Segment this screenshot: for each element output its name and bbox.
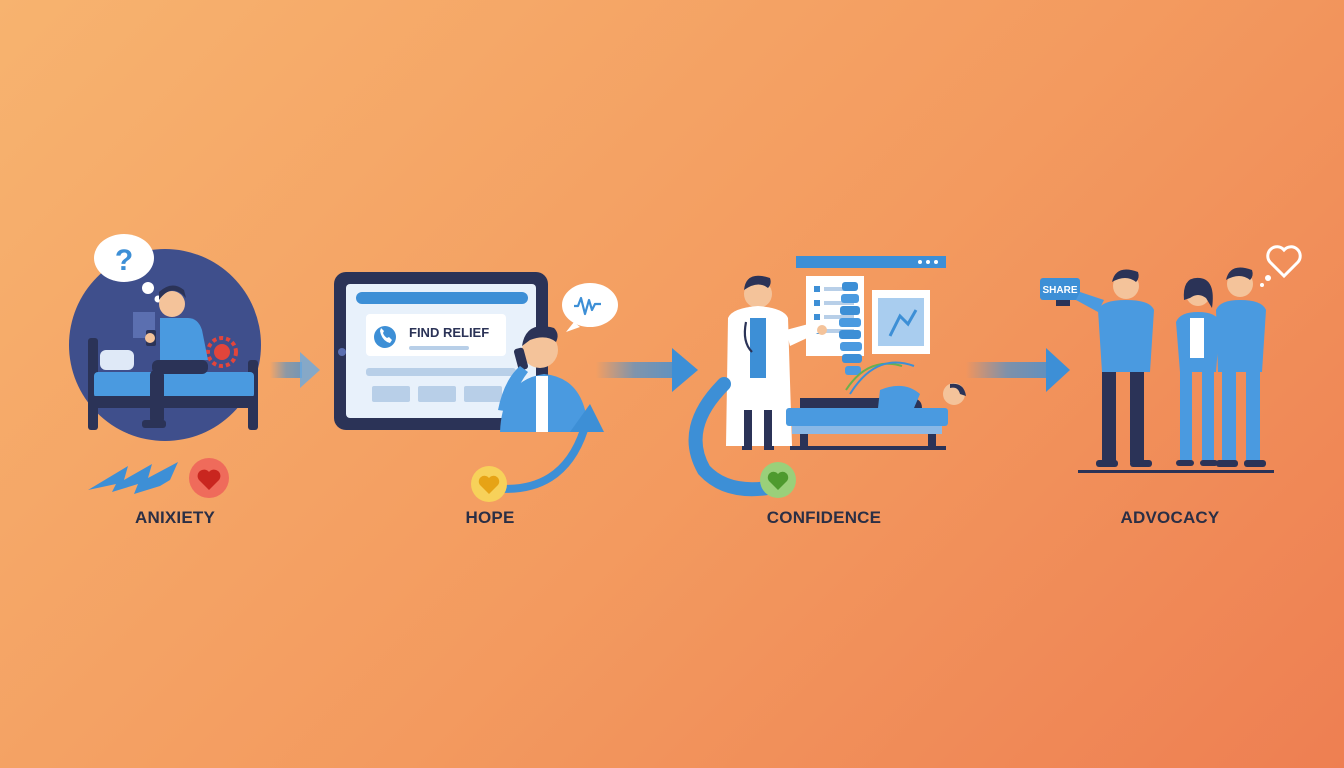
hopeful-person-icon [498, 326, 588, 432]
flow-arrow-3 [966, 348, 1070, 392]
advocate-person-3-icon [1216, 267, 1266, 467]
advocate-person-2-icon [1176, 277, 1220, 466]
patient-icon [800, 361, 966, 408]
bed-icon [88, 338, 258, 430]
screen-header-bar [796, 256, 946, 268]
red-heart-emotion-icon [189, 458, 229, 498]
curved-confidence-arrow [688, 377, 775, 497]
anxiety-scene: ? [69, 234, 261, 498]
stress-burst-icon [206, 336, 238, 368]
love-thought-bubble-icon [1260, 245, 1302, 287]
hope-scene: FIND RELIEF [334, 272, 618, 502]
anxious-person-icon [142, 285, 208, 428]
stage-label-advocacy: ADVOCACY [1120, 508, 1220, 527]
stage-label-anxiety: ANIXIETY [134, 508, 215, 527]
share-label: SHARE [1042, 285, 1077, 296]
voice-speech-bubble-icon [562, 283, 618, 332]
curved-flow-arrow [488, 426, 588, 493]
stage-label-hope: HOPE [465, 508, 515, 527]
lightning-bolt-icon [88, 462, 178, 494]
tablet-icon: FIND RELIEF [334, 272, 548, 430]
confidence-scene [688, 256, 966, 498]
yellow-heart-emotion-icon [471, 466, 507, 502]
stage-label-confidence: CONFIDENCE [766, 508, 882, 527]
find-relief-headline: FIND RELIEF [409, 325, 489, 340]
treatment-table-icon [786, 408, 948, 450]
advocate-person-1-icon [1076, 269, 1154, 467]
green-heart-emotion-icon [760, 462, 796, 498]
spine-icon [839, 282, 862, 375]
ground-line [1078, 470, 1274, 473]
doctor-icon [726, 275, 827, 450]
question-mark: ? [115, 244, 133, 277]
question-thought-bubble-icon: ? [94, 234, 162, 303]
flow-arrow-1 [270, 352, 320, 388]
flow-arrow-2 [596, 348, 698, 392]
advocacy-scene: SHARE [1040, 245, 1302, 473]
share-phone-icon: SHARE [1040, 278, 1080, 306]
xray-image-icon [872, 290, 930, 354]
